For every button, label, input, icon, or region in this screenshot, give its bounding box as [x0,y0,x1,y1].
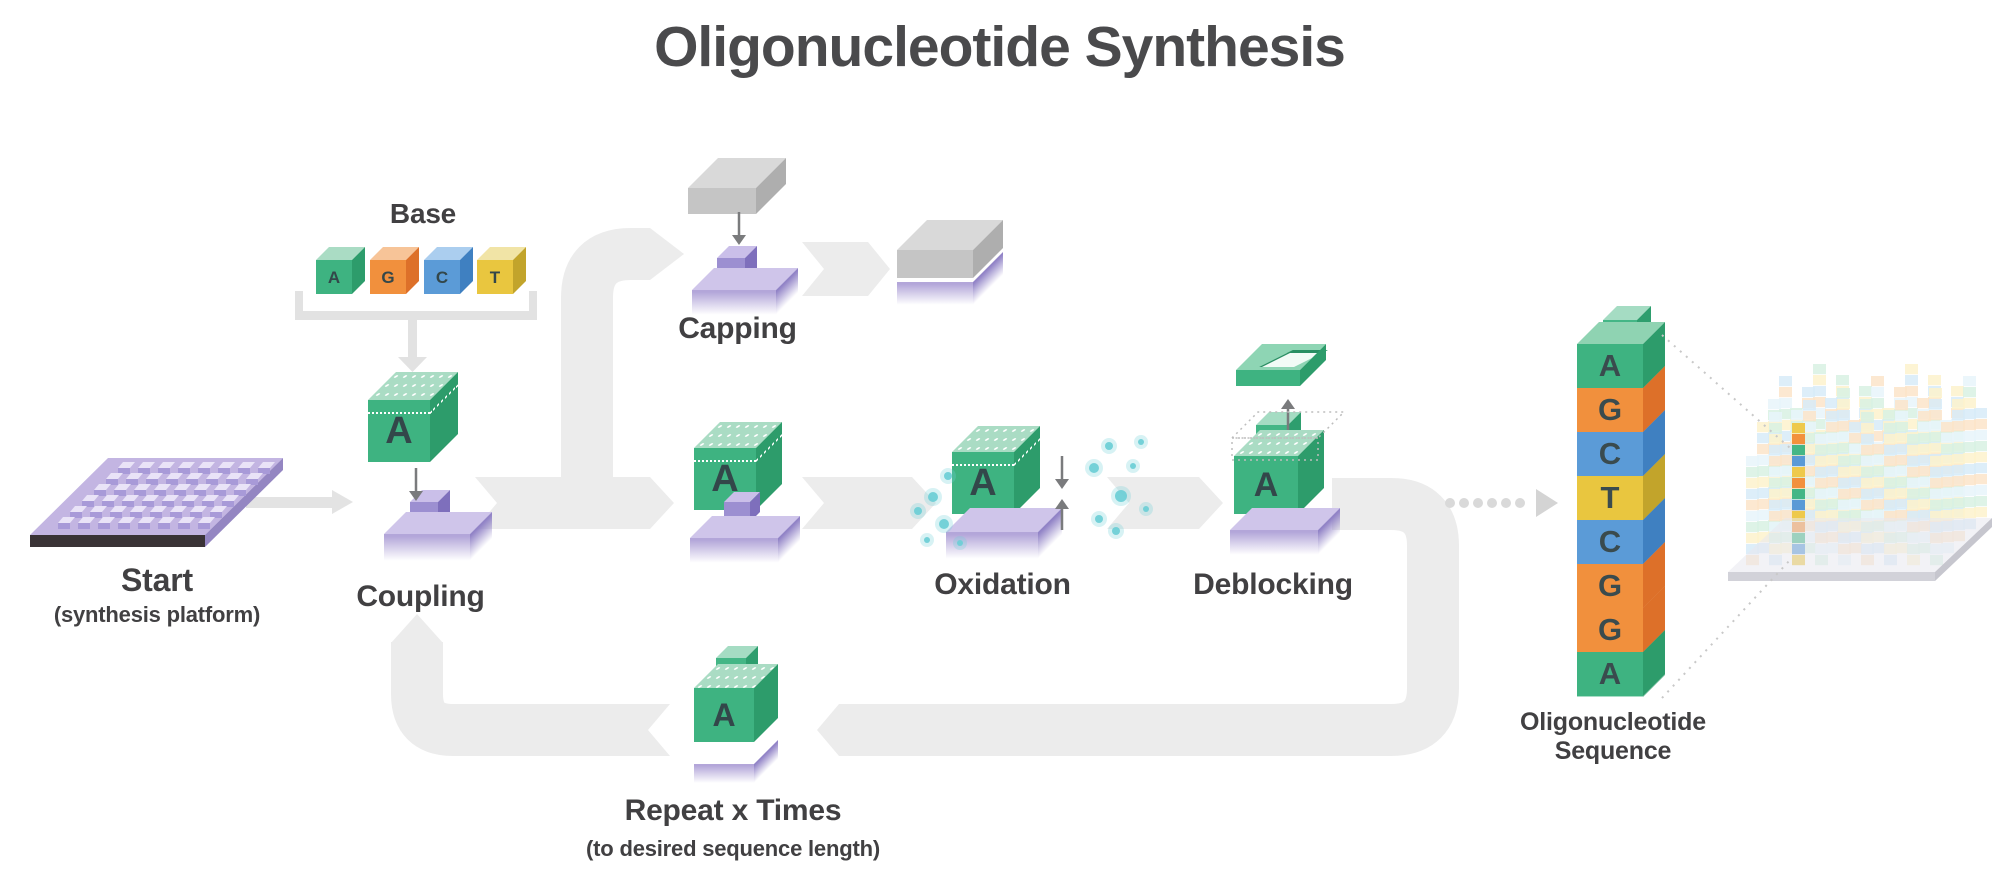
base-bracket [295,291,537,372]
oxidation-nucleotide-cube: A [952,426,1040,514]
deblocking-label: Deblocking [1193,568,1353,601]
capping-label: Capping [678,312,797,345]
flow-band-pipes [391,228,1459,756]
sequence-block-c: C [1577,410,1665,477]
flow-loop-left [391,642,455,756]
flow-chevron-capping [802,242,890,296]
flow-band-bottom-right [817,704,1157,756]
coupling-label: Coupling [356,580,485,613]
sequence-label-line1: Oligonucleotide [1520,708,1706,736]
repeat-label: Repeat x Times [624,794,842,827]
start-arrow [246,490,353,514]
flow-band-bottom-left [452,704,670,756]
repeat-base-fade [694,740,778,784]
deblocking-removed-ring [1236,344,1328,386]
capping-base-slab [692,268,798,316]
sequence-block-letter: A [1577,344,1643,389]
oxidation-label: Oxidation [934,568,1071,601]
capping-cap-slab [688,158,786,214]
flow-branch-tip [650,228,684,280]
sequence-block-letter: A [1577,652,1643,697]
repeat-nucleotide-cube: A [694,664,778,742]
sequence-block-letter: G [1577,608,1643,653]
sequence-block-letter: T [1577,476,1643,521]
base-cube-t: T [477,247,526,294]
base-cube-a: A [316,247,365,294]
coupling-nucleotide-cube: A [368,372,458,462]
repeat-sublabel: (to desired sequence length) [586,836,880,861]
start-platform [30,458,283,547]
flow-loop-right [1157,478,1459,756]
sequence-block-letter: G [1577,388,1643,433]
base-cube-g: G [370,247,419,294]
sequence-block-g: G [1577,586,1665,653]
sequence-block-letter: G [1577,564,1643,609]
oxidation-base-slab [946,508,1062,560]
start-label: Start [121,562,193,598]
sequence-block-a: A [1577,322,1665,389]
deblocking-nucleotide-cube: A [1234,430,1324,514]
flow-branch-pipe [561,228,650,508]
coupled-base-slab [690,516,800,564]
start-sublabel: (synthesis platform) [53,602,261,627]
sequence-label-line2: Sequence [1554,737,1672,765]
base-label: Base [389,198,457,229]
sequence-block-letter: C [1577,432,1643,477]
deblocking-base-slab [1230,508,1340,556]
flow-loop-up-tip [391,614,443,643]
diagram-title: Oligonucleotide Synthesis [654,15,1346,79]
coupling-base-slab [384,512,492,562]
flow-chevron-to-oxidation [802,477,936,529]
oligo-array-chip [1728,364,1992,581]
sequence-label: Oligonucleotide Sequence [1518,708,1708,766]
sequence-block-a: A [1577,630,1665,697]
sequence-block-letter: C [1577,520,1643,565]
flow-band-shapes [391,228,1223,756]
sequence-block-g: G [1577,542,1665,609]
capped-result-slab [897,220,1003,278]
flow-chevron-to-deblocking [1107,477,1223,529]
base-cube-c: C [424,247,473,294]
capped-result-base [897,252,1003,306]
sequence-block-c: C [1577,498,1665,565]
